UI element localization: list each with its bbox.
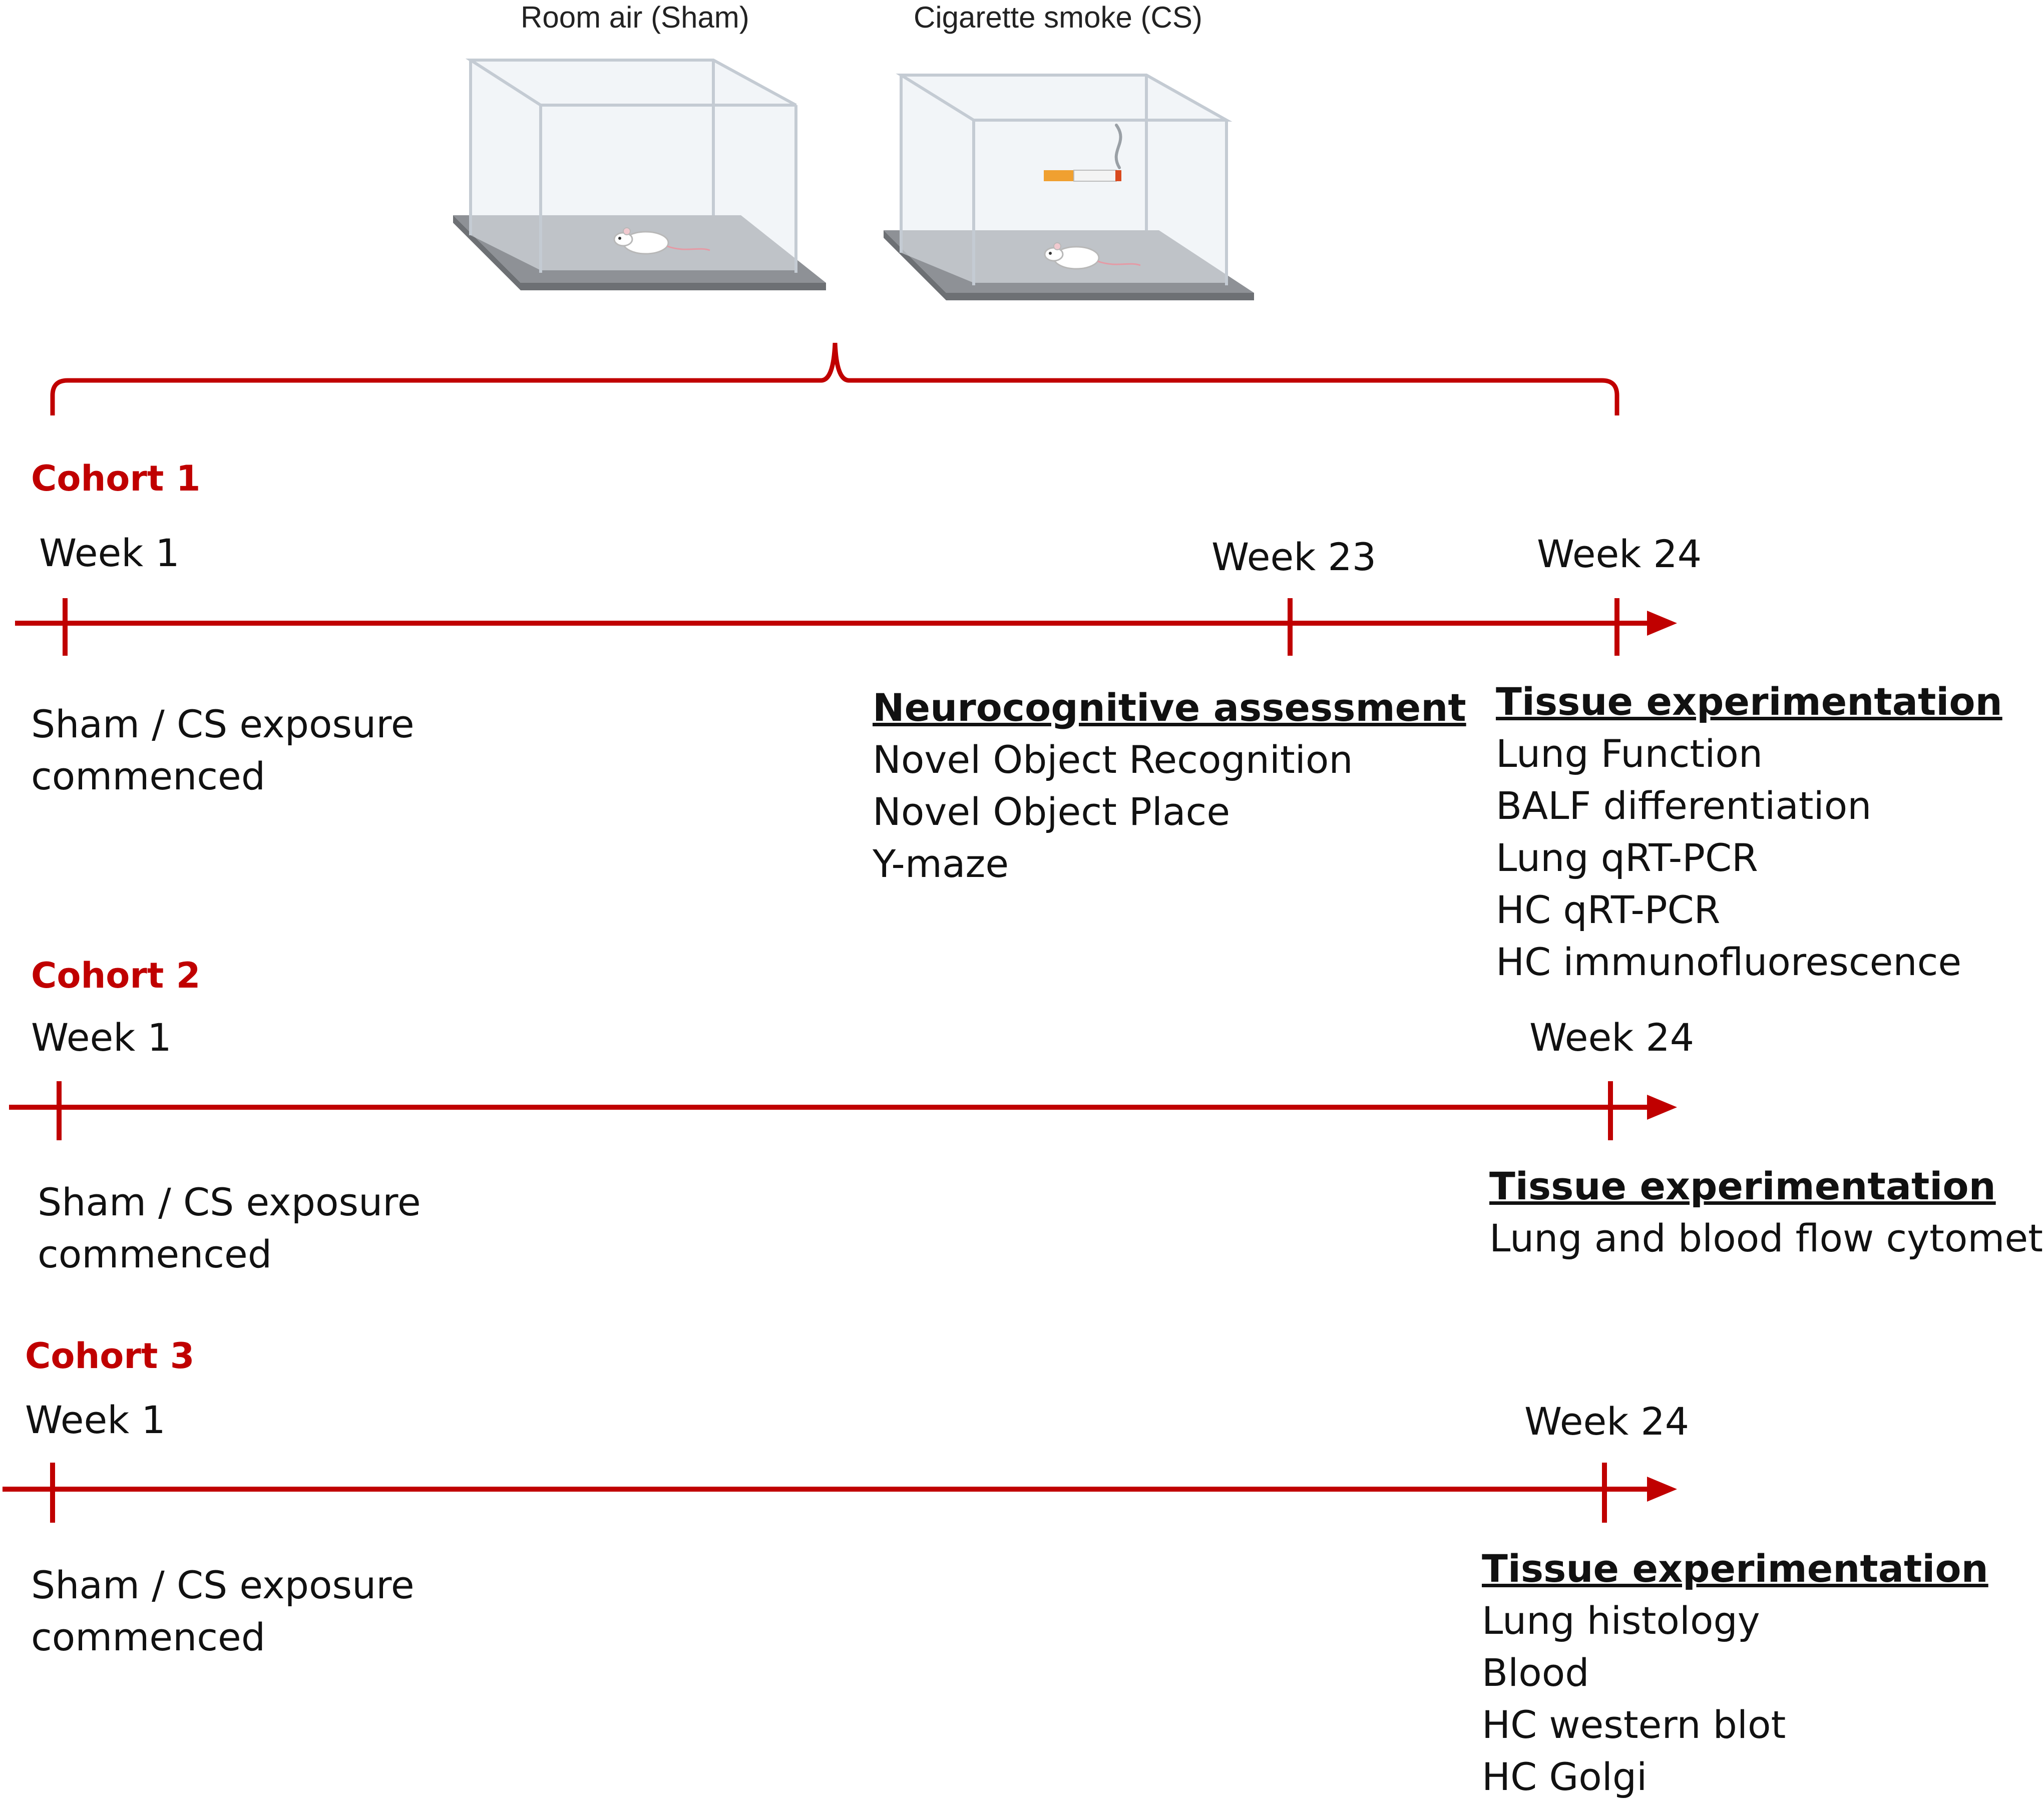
timeline-cohort-2	[9, 1081, 1677, 1140]
cohort-1-week-mid: Week 23	[1211, 535, 1377, 579]
cohort-2-week-start: Week 1	[31, 1015, 172, 1060]
cohort-1-start-note: Sham / CS exposure commenced	[31, 698, 415, 802]
tissue-item: HC immunofluorescence	[1496, 940, 1962, 984]
assessment-item: Novel Object Place	[873, 789, 1231, 834]
cohort-1-tissue-block: Tissue experimentation Lung Function BAL…	[1496, 676, 2002, 988]
assessment-item: Y-maze	[873, 841, 1009, 886]
tissue-heading: Tissue experimentation	[1482, 1546, 1988, 1591]
cohort-3-start-note: Sham / CS exposure commenced	[31, 1559, 415, 1663]
tissue-item: HC Golgi	[1482, 1754, 1648, 1799]
sham-chamber	[453, 59, 826, 290]
cs-mouse-icon	[1044, 242, 1141, 270]
cohort-3-week-start: Week 1	[25, 1398, 166, 1442]
grouping-brace	[50, 342, 1619, 415]
assessment-item: Novel Object Recognition	[873, 737, 1353, 782]
cohort-2-title: Cohort 2	[31, 955, 201, 996]
cohort-1-week-start: Week 1	[39, 531, 180, 575]
tissue-item: HC qRT-PCR	[1496, 887, 1721, 932]
start-note-line-2: commenced	[38, 1232, 272, 1276]
tissue-item: BALF differentiation	[1496, 783, 1872, 828]
cs-chamber	[884, 74, 1254, 300]
tissue-item: HC western blot	[1482, 1702, 1786, 1747]
tissue-item: Blood	[1482, 1650, 1589, 1695]
timeline-cohort-1	[15, 598, 1677, 656]
start-note-line-1: Sham / CS exposure	[31, 1563, 415, 1607]
sham-chamber-label: Room air (Sham)	[521, 1, 749, 34]
tissue-item: Lung histology	[1482, 1598, 1760, 1643]
cohort-1-neurocognitive-block: Neurocognitive assessment Novel Object R…	[873, 682, 1466, 890]
neurocognitive-heading: Neurocognitive assessment	[873, 685, 1466, 730]
cohort-1-title: Cohort 1	[31, 458, 201, 499]
start-note-line-1: Sham / CS exposure	[31, 702, 415, 746]
start-note-line-1: Sham / CS exposure	[38, 1180, 421, 1224]
tissue-item: Lung qRT-PCR	[1496, 835, 1758, 880]
start-note-line-2: commenced	[31, 1615, 266, 1659]
cohort-2-start-note: Sham / CS exposure commenced	[38, 1176, 421, 1280]
cohort-3-week-end: Week 24	[1524, 1399, 1690, 1444]
cohort-1-week-end: Week 24	[1537, 532, 1702, 576]
tissue-heading: Tissue experimentation	[1489, 1164, 1996, 1208]
tissue-item: Lung and blood flow cytometry	[1489, 1216, 2044, 1260]
cohort-3-tissue-block: Tissue experimentation Lung histology Bl…	[1482, 1543, 1988, 1803]
cohort-2-week-end: Week 24	[1529, 1015, 1695, 1060]
cigarette-icon	[1044, 124, 1122, 182]
cs-chamber-label: Cigarette smoke (CS)	[914, 1, 1202, 34]
tissue-heading: Tissue experimentation	[1496, 679, 2002, 724]
sham-mouse-icon	[613, 227, 710, 255]
cohort-3-title: Cohort 3	[25, 1335, 195, 1377]
start-note-line-2: commenced	[31, 754, 266, 798]
tissue-item: Lung Function	[1496, 731, 1763, 776]
timeline-cohort-3	[3, 1463, 1677, 1523]
cohort-2-tissue-block: Tissue experimentation Lung and blood fl…	[1489, 1160, 2044, 1264]
